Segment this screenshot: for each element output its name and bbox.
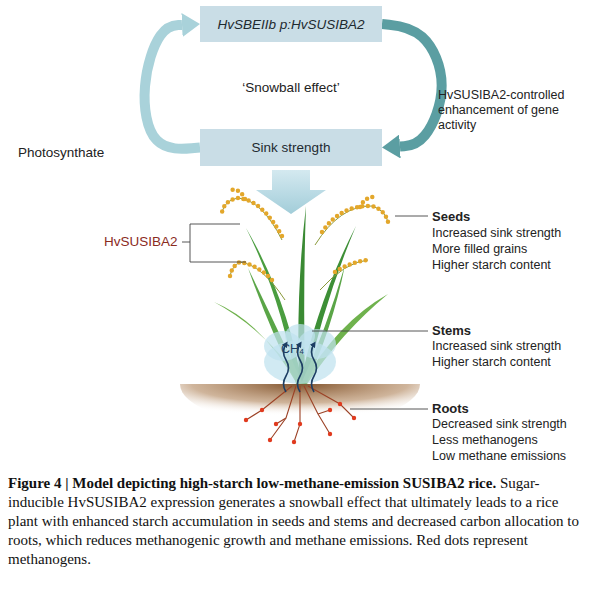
panicle-stem	[320, 260, 368, 290]
root	[270, 386, 296, 440]
plant-label: CH₄	[281, 342, 304, 357]
methanogen-dot	[260, 408, 264, 412]
methanogen-dot	[352, 416, 356, 420]
methanogen-dot	[298, 422, 302, 426]
plant-label: Higher starch content	[432, 355, 551, 370]
bracket	[182, 224, 246, 262]
grains	[360, 197, 377, 207]
plant-label: Higher starch content	[432, 258, 551, 273]
process-box: Sink strength	[200, 129, 382, 166]
plant-label: Increased sink strength	[432, 226, 561, 241]
grains	[335, 260, 368, 272]
grains	[230, 262, 272, 280]
figure-caption: Figure 4 | Model depicting high-starch l…	[8, 474, 586, 569]
plant-label: HvSUSIBA2	[104, 234, 178, 249]
curved-arrow	[382, 24, 442, 146]
panicles	[222, 190, 388, 300]
leaves	[214, 206, 388, 384]
grains	[322, 206, 388, 232]
plant-label: Roots	[432, 401, 469, 416]
box-text: HvSBEIIb p:HvSUSIBA2	[217, 17, 364, 32]
methanogen-dot	[268, 438, 272, 442]
leader-lines	[182, 216, 428, 409]
plant-label: Less methanogens	[432, 433, 538, 448]
root	[294, 386, 300, 442]
leader-line	[350, 409, 428, 410]
plant-label: More filled grains	[432, 242, 527, 257]
box-text: Sink strength	[252, 140, 331, 155]
methanogen-dot	[328, 408, 332, 412]
edge-label: HvSUSIBA2-controlled enhancement of gene…	[438, 88, 578, 133]
plant-label: Seeds	[432, 209, 470, 224]
process-box: HvSBEIIb p:HvSUSIBA2	[200, 6, 382, 42]
grains	[222, 198, 282, 236]
panicle-stem	[315, 206, 388, 245]
wave-arrow	[312, 344, 317, 392]
leader-line	[312, 331, 428, 332]
down-arrow	[256, 170, 326, 214]
plant-label: Decreased sink strength	[432, 417, 567, 432]
leader-line	[395, 216, 428, 217]
root	[308, 386, 354, 418]
panicle-stem	[222, 198, 282, 240]
grains	[230, 190, 245, 199]
panicle-stem	[230, 262, 285, 300]
methanogen-dot	[328, 432, 332, 436]
methanogen-dot	[338, 402, 342, 406]
caption-head: Figure 4 | Model depicting high-starch l…	[8, 475, 496, 491]
roots	[246, 386, 354, 442]
plant-label: ‘Snowball effect’	[211, 80, 371, 95]
plant-label: Low methane emissions	[432, 449, 566, 464]
curved-arrow	[145, 25, 200, 149]
methanogens	[244, 402, 356, 444]
methanogen-dot	[274, 422, 278, 426]
plant-label: Increased sink strength	[432, 339, 561, 354]
root	[304, 386, 330, 434]
methanogen-dot	[244, 418, 248, 422]
plant-label: Photosynthate	[18, 145, 104, 160]
plant-label: Stems	[432, 323, 471, 338]
methanogen-dot	[292, 440, 296, 444]
